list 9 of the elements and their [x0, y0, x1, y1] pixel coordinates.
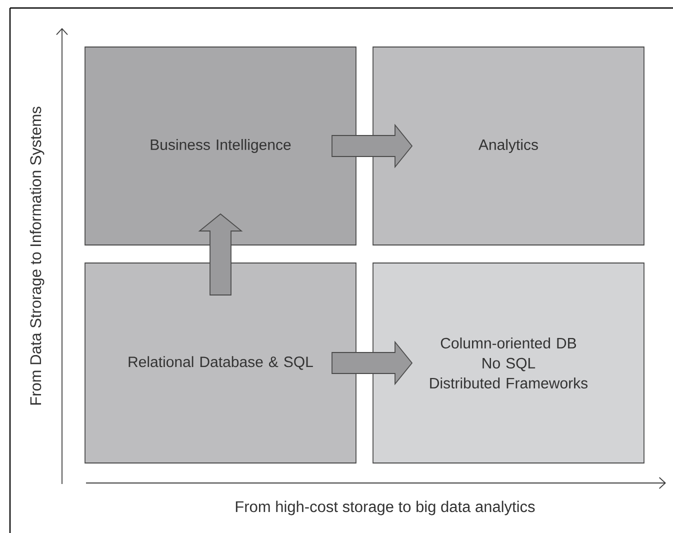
quadrant-box: Analytics	[372, 46, 644, 246]
quadrant-box: Relational Database & SQL	[84, 262, 356, 464]
block-arrow	[198, 213, 243, 296]
axis-label: From Data Strorage to Information Systems	[30, 106, 44, 405]
block-arrow	[332, 340, 413, 386]
quadrant-box: Column-oriented DB No SQL Distributed Frameworks	[372, 262, 644, 464]
axis-label: From high-cost storage to big data analytics	[236, 500, 535, 516]
block-arrow	[332, 124, 413, 168]
quadrant-box: Business Intelligence	[84, 46, 356, 246]
